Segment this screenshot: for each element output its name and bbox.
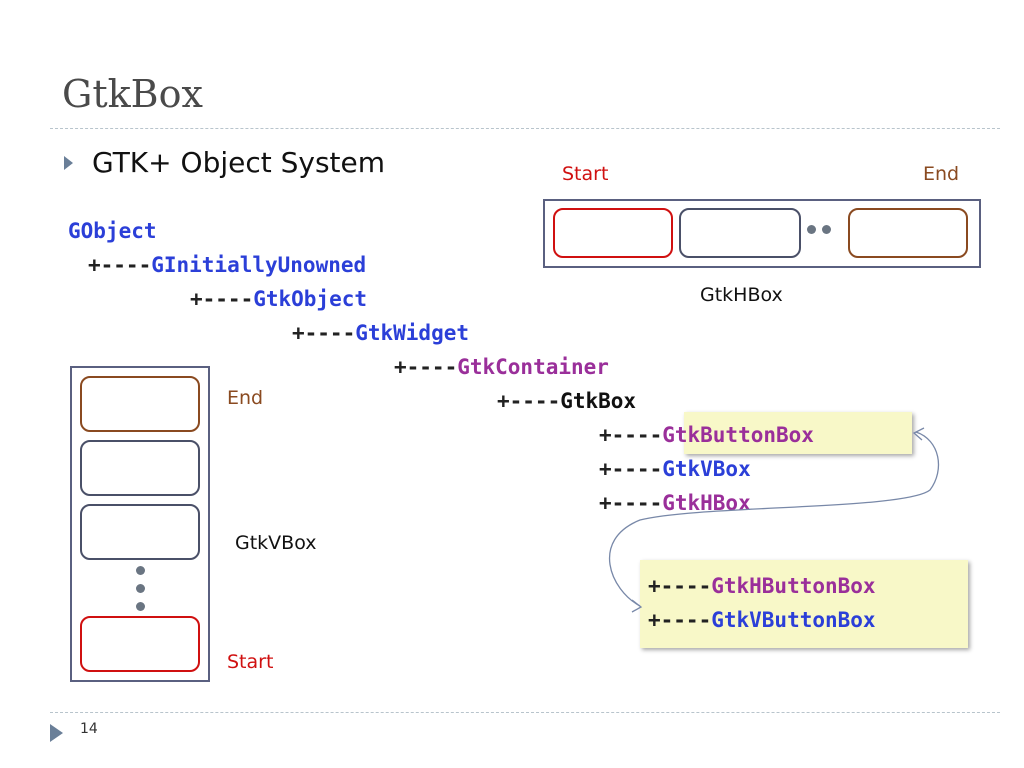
hierarchy-line-3: +----GtkWidget [292, 321, 469, 345]
vbox-start-label: Start [227, 651, 274, 673]
type-gtkbuttonbox: GtkButtonBox [662, 423, 814, 447]
hbox-end-label: End [923, 163, 960, 185]
type-gtkwidget: GtkWidget [355, 321, 470, 345]
connector-curve [608, 431, 940, 607]
hbox-container [543, 199, 981, 268]
type-gtkobject: GtkObject [253, 287, 368, 311]
hierarchy-line-1: +----GInitiallyUnowned [88, 253, 366, 277]
vbox-container [70, 366, 210, 682]
hierarchy-line-2: +----GtkObject [190, 287, 367, 311]
hbox-child-middle [679, 208, 801, 258]
hierarchy-line-4: +----GtkContainer [394, 355, 609, 379]
connector-arrowhead-bottom [631, 599, 643, 613]
slide-title: GtkBox [62, 72, 203, 116]
vbox-child-start [80, 616, 200, 672]
footer-arrow-icon [50, 724, 63, 742]
buttonbox-highlight [684, 412, 912, 454]
vbox-end-label: End [227, 387, 264, 409]
type-gtkbox: GtkBox [560, 389, 637, 413]
bullet-arrow-icon [64, 156, 73, 170]
type-gtkvbuttonbox: GtkVButtonBox [711, 608, 876, 632]
type-gtkhbox: GtkHBox [662, 491, 751, 515]
branch-prefix: +---- [497, 389, 561, 413]
vbox-caption: GtkVBox [235, 532, 317, 554]
hierarchy-line-sub2: +----GtkVButtonBox [648, 608, 876, 632]
branch-prefix: +---- [599, 423, 663, 447]
footer-divider [50, 712, 1000, 713]
page-number: 14 [80, 721, 98, 737]
branch-prefix: +---- [292, 321, 356, 345]
vbox-child-middle [80, 440, 200, 496]
type-gtkhbuttonbox: GtkHButtonBox [711, 574, 876, 598]
vbox-ellipsis-dot [136, 584, 145, 593]
connector-arrowhead-top [912, 427, 925, 441]
hbox-start-label: Start [562, 163, 609, 185]
hbox-child-start [553, 208, 673, 258]
hbox-ellipsis-dot [822, 225, 831, 234]
vbox-ellipsis-dot [136, 566, 145, 575]
hierarchy-line-5: +----GtkBox [497, 389, 636, 413]
vbox-ellipsis-dot [136, 602, 145, 611]
branch-prefix: +---- [394, 355, 458, 379]
type-ginitiallyunowned: GInitiallyUnowned [151, 253, 367, 277]
hbox-ellipsis-dot [807, 225, 816, 234]
hierarchy-line-6a: +----GtkButtonBox [599, 423, 814, 447]
type-gobject: GObject [68, 219, 157, 243]
title-divider [50, 128, 1000, 129]
branch-prefix: +---- [599, 491, 663, 515]
hierarchy-line-6b: +----GtkVBox [599, 457, 751, 481]
vbox-child-middle [80, 504, 200, 560]
subclass-highlight [640, 560, 968, 648]
branch-prefix: +---- [190, 287, 254, 311]
hierarchy-line-6c: +----GtkHBox [599, 491, 751, 515]
vbox-child-end [80, 376, 200, 432]
branch-prefix: +---- [88, 253, 152, 277]
bullet-text: GTK+ Object System [92, 146, 386, 179]
type-gtkcontainer: GtkContainer [457, 355, 609, 379]
branch-prefix: +---- [599, 457, 663, 481]
hbox-child-end [848, 208, 968, 258]
hierarchy-line-sub1: +----GtkHButtonBox [648, 574, 876, 598]
hbox-caption: GtkHBox [700, 284, 783, 306]
branch-prefix: +---- [648, 574, 712, 598]
branch-prefix: +---- [648, 608, 712, 632]
type-gtkvbox: GtkVBox [662, 457, 751, 481]
